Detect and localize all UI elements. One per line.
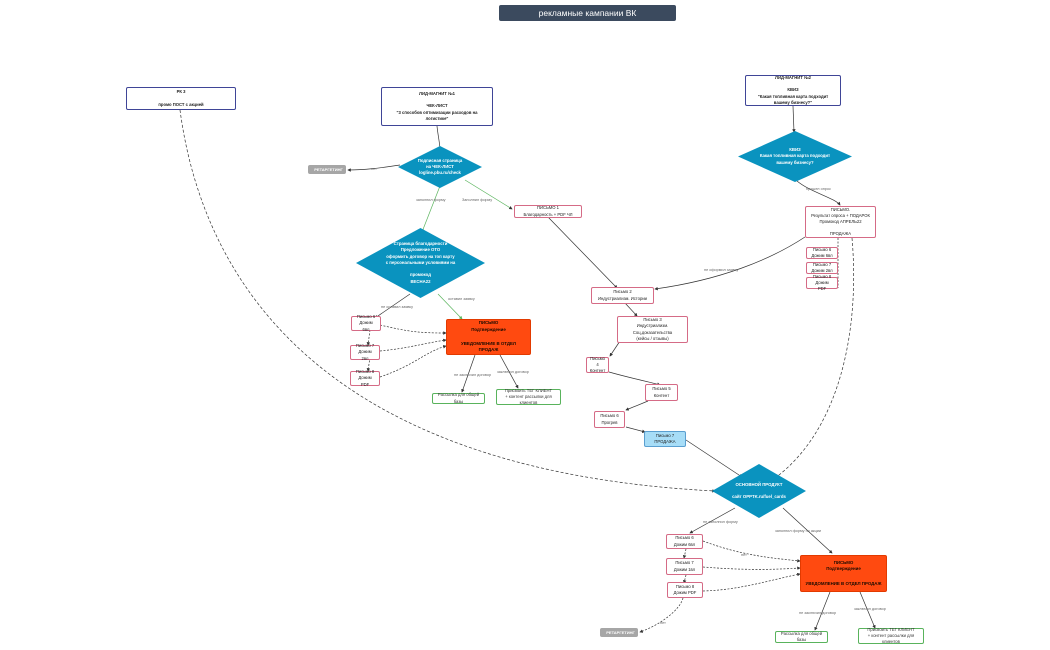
thanks-page-label: Страница благодарности Предложение ОТО о…	[385, 241, 456, 284]
confirmation-b-footer: УВЕДОМЛЕНИЕ В ОТДЕЛ ПРОДАЖ	[805, 580, 882, 586]
edge-label-signed: заключил договор	[497, 370, 529, 374]
main-product-label: ОСНОВНОЙ ПРОДУКТ сайт OPPTK.ru/fuel_card…	[732, 481, 786, 500]
branch-b-letter-7[interactable]: Письмо 7 Дожим 1вл	[666, 558, 703, 575]
letter-5[interactable]: Письмо 5 Контент	[645, 384, 678, 401]
confirmation-box-b[interactable]: ПИСЬМО Подтверждение УВЕДОМЛЕНИЕ В ОТДЕЛ…	[800, 555, 887, 592]
edge-label-not-signed: не заключил договор	[454, 373, 492, 377]
branch-a-letter-6[interactable]: Письмо 6 Дожим 6вл	[351, 314, 381, 332]
retargeting-bottom[interactable]: РЕТАРГЕТИНГ	[600, 628, 638, 637]
letter-3[interactable]: Письмо 3 Индустриализм. Соц.доказательст…	[617, 316, 688, 343]
confirmation-box-a[interactable]: ПИСЬМО Подтверждение УВЕДОМЛЕНИЕ В ОТДЕЛ…	[446, 319, 531, 355]
letter-1[interactable]: ПИСЬМО 1 Благодарность + PDF ЧЛ	[514, 205, 582, 218]
branch-b-letter-8[interactable]: Письмо 8 Дожим PDF	[667, 582, 703, 598]
edge-label-filled-form-2: Заполнил форму	[462, 198, 493, 202]
letter-2[interactable]: Письмо 2 Индустриализм. Истории	[591, 287, 654, 304]
edge-label-not-left-order: не оставил заявку	[381, 305, 414, 309]
letter-4[interactable]: Письмо 4 Контент	[586, 356, 609, 373]
edge-label-filled-form-promo: заполнил форму по акции	[775, 529, 822, 533]
letter-7[interactable]: Письмо 7 ПРОДАЖА	[644, 431, 686, 447]
lead-magnet-1-box[interactable]: ЛИД-МАГНИТ №1 ЧЕК-ЛИСТ "3 способов оптим…	[381, 87, 493, 126]
edge-label-not-filled-form: не заполнил форму	[703, 520, 738, 524]
quiz-letter-7[interactable]: Письмо 7 Дожим 2вл	[806, 262, 838, 274]
quiz-diamond[interactable]: КВИЗ Какая топливная карта подходит ваше…	[738, 131, 852, 182]
branch-a-letter-8[interactable]: Письмо 8 Дожим PDF	[350, 369, 380, 387]
branch-a-general-mailing[interactable]: Рассылка для общей базы	[432, 392, 485, 404]
edge-label-not-form-order: не оформил заявку	[704, 268, 739, 272]
edge-label-signed-b: заключил договор	[854, 607, 886, 611]
edge-label-not-signed-b: не заключил договор	[799, 611, 837, 615]
edge-label-left-order: оставил заявку	[448, 297, 475, 301]
rk3-box[interactable]: РК 3 промо ПОСТ с акцией	[126, 87, 236, 110]
edge-label-no-c: нет	[660, 621, 666, 625]
checklist-page-diamond[interactable]: Подписная страница на ЧЕК-ЛИСТ logline.p…	[398, 146, 482, 188]
thanks-page-diamond[interactable]: Страница благодарности Предложение ОТО о…	[356, 228, 485, 298]
quiz-letter-8[interactable]: Письмо 8 Дожим PDF	[806, 274, 838, 291]
checklist-page-label: Подписная страница на ЧЕК-ЛИСТ logline.p…	[417, 157, 463, 176]
confirmation-a-header: ПИСЬМО Подтверждение	[471, 320, 506, 332]
quiz-label: КВИЗ Какая топливная карта подходит ваше…	[759, 147, 831, 165]
branch-b-letter-6[interactable]: Письмо 6 Дожим 6вл	[666, 534, 703, 549]
branch-a-client-tag[interactable]: Присвоить ТЕГ КЛИЕНТ + контент рассылки …	[496, 388, 561, 405]
main-product-diamond[interactable]: ОСНОВНОЙ ПРОДУКТ сайт OPPTK.ru/fuel_card…	[712, 464, 806, 518]
edge-label-survey-passed: прошел опрос	[806, 187, 831, 191]
letter-6[interactable]: Письмо 6 Прогрев	[594, 411, 625, 428]
page-title: рекламные кампании ВК	[499, 5, 676, 21]
branch-a-letter-7[interactable]: Письмо 7 Дожим 2вл	[350, 343, 380, 361]
edge-label-no: нет	[371, 167, 377, 171]
lead-magnet-2-box[interactable]: ЛИД-МАГНИТ №2 КВИЗ "Какая топливная карт…	[745, 75, 841, 106]
confirmation-b-header: ПИСЬМО Подтверждение	[826, 559, 861, 572]
branch-b-general-mailing[interactable]: Рассылка для общей базы	[775, 631, 828, 643]
branch-b-client-tag[interactable]: Присвоить ТЕГ КЛИЕНТ + контент рассылки …	[858, 627, 924, 644]
edge-label-filled-form: заполнил форму	[416, 198, 446, 202]
quiz-letter-6[interactable]: Письмо 6 Дожим 6вл	[806, 247, 838, 259]
retargeting-top[interactable]: РЕТАРГЕТИНГ	[308, 165, 346, 174]
letter-quiz-result[interactable]: ПИСЬМО. Результат опроса + ПОДАРОК Промо…	[805, 206, 876, 238]
confirmation-a-footer: УВЕДОМЛЕНИЕ В ОТДЕЛ ПРОДАЖ	[460, 341, 517, 353]
edge-label-no-b: нет	[741, 553, 747, 557]
